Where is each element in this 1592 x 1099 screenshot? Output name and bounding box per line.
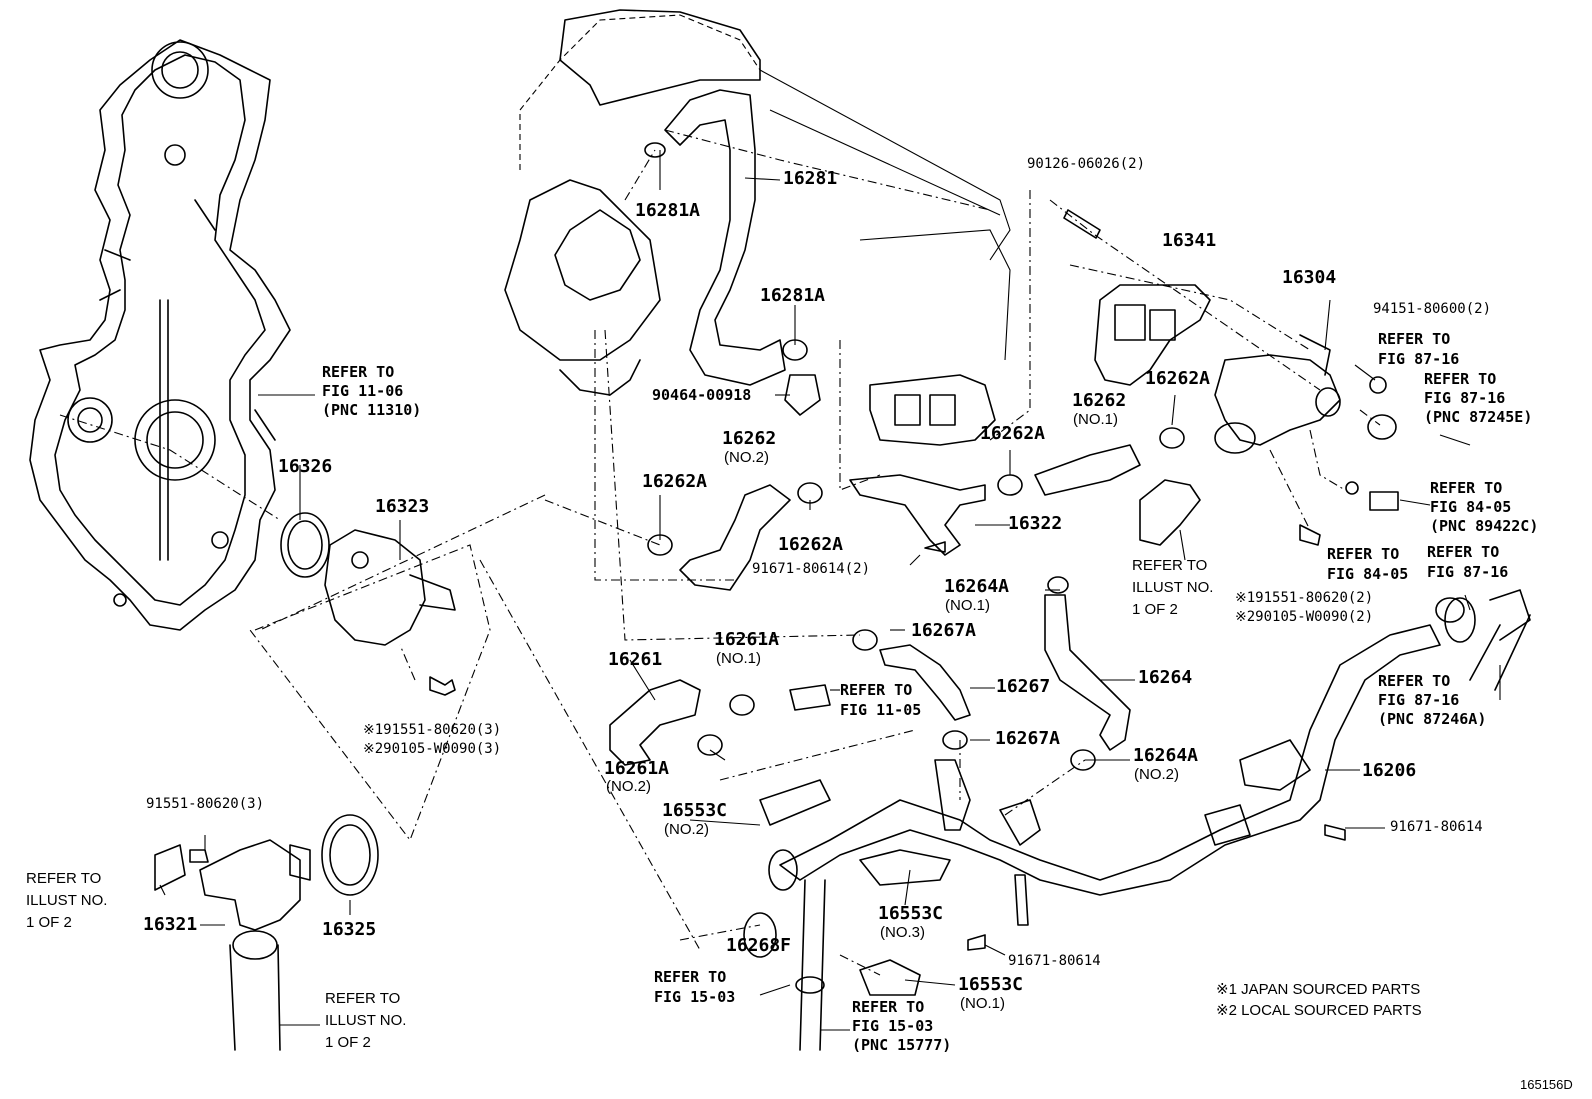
ref-fig-87-16-a: REFER TO FIG 87-16 — [1378, 330, 1460, 368]
label-16323: 16323 — [375, 496, 430, 517]
water-pump-16323 — [324, 529, 426, 646]
label-16341: 16341 — [1162, 230, 1217, 251]
label-16261A-2: 16261A — [604, 758, 670, 779]
note-japan-sourced: ※1 JAPAN SOURCED PARTS — [1216, 981, 1421, 998]
label-16262-no2: 16262 — [722, 428, 777, 449]
label-16262A-a: 16262A — [1145, 368, 1211, 389]
label-16281: 16281 — [783, 168, 838, 189]
engine-outline — [504, 9, 1011, 396]
label-16261A-1: 16261A — [714, 629, 780, 650]
label-94151: 94151-80600(2) — [1373, 301, 1492, 317]
ref-fig-87-16-b: REFER TO FIG 87-16 (PNC 87245E) — [1424, 370, 1533, 426]
ref-fig-11-06: REFER TO FIG 11-06 (PNC 11310) — [322, 363, 422, 419]
label-16262A-d: 16262A — [778, 534, 844, 555]
label-16553C-2-sub: (NO.2) — [664, 821, 709, 838]
stud-90126 — [1063, 209, 1101, 239]
ref-fig-84-05-a: REFER TO FIG 84-05 (PNC 89422C) — [1430, 479, 1539, 535]
hose-ref-illust — [1139, 479, 1201, 546]
label-16321: 16321 — [143, 914, 198, 935]
label-16262-no1-sub: (NO.1) — [1073, 411, 1118, 428]
pipe-16322 — [849, 474, 986, 556]
gasket-plate — [869, 374, 996, 446]
label-91551-3: 91551-80620(3) — [146, 796, 265, 812]
label-16262A-b: 16262A — [980, 423, 1046, 444]
label-16264A-2: 16264A — [1133, 745, 1199, 766]
label-16325: 16325 — [322, 919, 377, 940]
label-16261: 16261 — [608, 649, 663, 670]
hose-16267 — [879, 644, 971, 721]
label-91671-2: 91671-80614(2) — [752, 561, 871, 577]
water-inlet-16321 — [199, 839, 301, 931]
label-16322: 16322 — [1008, 513, 1063, 534]
label-91671-b: 91671-80614 — [1008, 953, 1101, 969]
ref-illust-a: REFER TO ILLUST NO. 1 OF 2 — [1132, 557, 1214, 618]
note-local-sourced: ※2 LOCAL SOURCED PARTS — [1216, 1002, 1422, 1019]
label-91671-a: 91671-80614 — [1390, 819, 1483, 835]
label-16264: 16264 — [1138, 667, 1193, 688]
label-90105-mark2: ※290105-W0090(2) — [1235, 609, 1374, 625]
label-16261A-1-sub: (NO.1) — [716, 650, 761, 667]
hose-16262-no2 — [679, 484, 791, 591]
label-16553C-2: 16553C — [662, 800, 728, 821]
label-16264A-1-sub: (NO.1) — [945, 597, 990, 614]
ref-fig-15-03-a: REFER TO FIG 15-03 — [654, 968, 736, 1006]
dashed-leaders — [59, 129, 1381, 976]
label-16267A-2: 16267A — [995, 728, 1061, 749]
ref-fig-15-03-b: REFER TO FIG 15-03 (PNC 15777) — [852, 998, 952, 1054]
label-90105-mark: ※290105-W0090(3) — [363, 741, 502, 757]
label-91551-mark: ※191551-80620(3) — [363, 722, 502, 738]
water-outlet-16304 — [1214, 354, 1341, 446]
label-16262-no2-sub: (NO.2) — [724, 449, 769, 466]
label-16261A-2-sub: (NO.2) — [606, 778, 651, 795]
timing-chain-cover — [29, 39, 291, 631]
label-16264A-1: 16264A — [944, 576, 1010, 597]
label-16304: 16304 — [1282, 267, 1337, 288]
label-16267A-1: 16267A — [911, 620, 977, 641]
label-16206: 16206 — [1362, 760, 1417, 781]
label-16553C-1: 16553C — [958, 974, 1024, 995]
label-91551-mark2: ※191551-80620(2) — [1235, 590, 1374, 606]
label-16268F: 16268F — [726, 935, 792, 956]
ref-fig-87-16-c: REFER TO FIG 87-16 — [1427, 543, 1509, 581]
leader-lines — [159, 150, 1501, 1031]
label-16553C-3-sub: (NO.3) — [880, 924, 925, 941]
label-16267: 16267 — [996, 676, 1051, 697]
hose-16264 — [1044, 594, 1131, 751]
label-16553C-3: 16553C — [878, 903, 944, 924]
label-16326: 16326 — [278, 456, 333, 477]
ref-fig-84-05-b: REFER TO FIG 84-05 — [1327, 545, 1409, 583]
figure-id: 165156D — [1520, 1077, 1573, 1092]
bolts — [189, 524, 1346, 951]
label-16262-no1: 16262 — [1072, 390, 1127, 411]
label-16264A-2-sub: (NO.2) — [1134, 766, 1179, 783]
hose-16262-no1 — [1034, 444, 1141, 496]
label-16553C-1-sub: (NO.1) — [960, 995, 1005, 1012]
label-90126: 90126-06026(2) — [1027, 156, 1146, 172]
ref-fig-87-16-d: REFER TO FIG 87-16 (PNC 87246A) — [1378, 672, 1487, 728]
ref-fig-11-05: REFER TO FIG 11-05 — [840, 681, 922, 719]
label-90464: 90464-00918 — [652, 386, 752, 404]
label-16281A-1: 16281A — [635, 200, 701, 221]
ref-illust-c: REFER TO ILLUST NO. 1 OF 2 — [325, 990, 407, 1051]
hose-16281 — [664, 89, 786, 386]
label-16262A-c: 16262A — [642, 471, 708, 492]
label-16281A-2: 16281A — [760, 285, 826, 306]
ref-illust-b: REFER TO ILLUST NO. 1 OF 2 — [26, 870, 108, 931]
hose-16261 — [609, 679, 701, 766]
